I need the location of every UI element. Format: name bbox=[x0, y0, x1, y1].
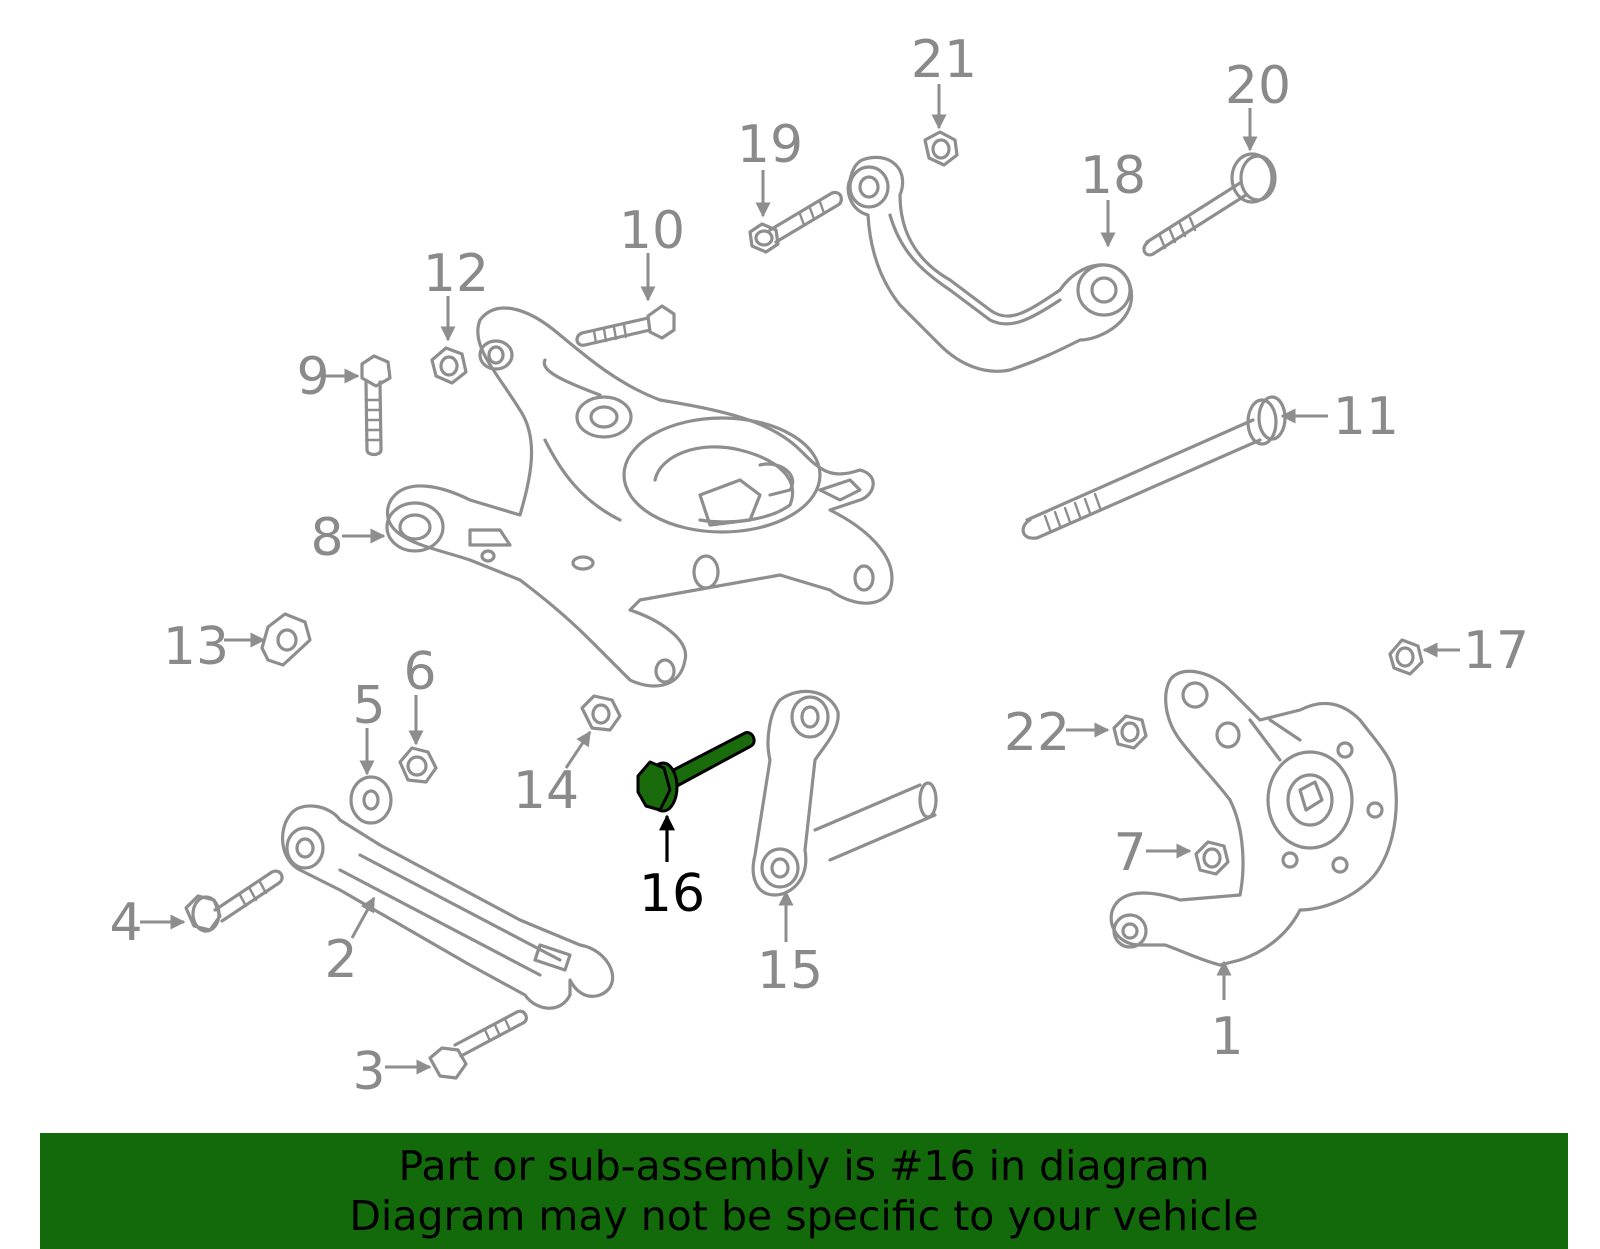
lower-link-part-2[interactable] bbox=[281, 804, 614, 1010]
nut-part-6[interactable] bbox=[398, 746, 438, 784]
nut-part-12[interactable] bbox=[430, 346, 468, 385]
bolt-part-19[interactable] bbox=[748, 190, 843, 254]
nut-part-7[interactable] bbox=[1194, 840, 1230, 876]
nut-part-14[interactable] bbox=[580, 694, 622, 732]
callout-3: 3 bbox=[352, 1042, 385, 1102]
callout-1: 1 bbox=[1210, 1007, 1243, 1067]
info-banner: Part or sub-assembly is #16 in diagram D… bbox=[40, 1133, 1568, 1249]
callout-9: 9 bbox=[296, 347, 329, 407]
bolt-part-3[interactable] bbox=[428, 1009, 528, 1080]
banner-line-1: Part or sub-assembly is #16 in diagram bbox=[398, 1142, 1210, 1190]
callout-21: 21 bbox=[911, 30, 977, 90]
long-bolt-part-11[interactable] bbox=[1021, 395, 1287, 540]
callout-19: 19 bbox=[737, 115, 803, 175]
callout-2: 2 bbox=[324, 930, 357, 990]
upper-arm-part-18[interactable] bbox=[846, 155, 1134, 373]
callout-16-highlighted: 16 bbox=[639, 864, 705, 924]
callout-7: 7 bbox=[1113, 823, 1146, 883]
callout-8: 8 bbox=[310, 508, 343, 568]
callout-22: 22 bbox=[1004, 703, 1070, 763]
callout-15: 15 bbox=[757, 941, 823, 1001]
nut-part-21[interactable] bbox=[923, 130, 959, 167]
nut-part-17[interactable] bbox=[1388, 638, 1424, 676]
callout-14: 14 bbox=[513, 761, 579, 821]
callout-17: 17 bbox=[1463, 621, 1529, 681]
leader-lines bbox=[140, 84, 1460, 1075]
callout-11: 11 bbox=[1333, 387, 1399, 447]
callout-12: 12 bbox=[423, 244, 489, 304]
bolt-part-16-highlighted[interactable] bbox=[636, 731, 756, 813]
washer-bolt-part-20[interactable] bbox=[1142, 152, 1277, 257]
callout-numbers: 9 12 10 19 21 20 18 11 8 13 17 6 5 22 14… bbox=[109, 30, 1529, 1102]
crossmember-part-8[interactable] bbox=[385, 306, 894, 688]
bolt-part-4[interactable] bbox=[184, 869, 284, 933]
washer-part-5[interactable] bbox=[349, 775, 393, 825]
callout-5: 5 bbox=[352, 676, 385, 736]
callout-20: 20 bbox=[1225, 56, 1291, 116]
bracket-nut-part-13[interactable] bbox=[260, 612, 312, 667]
callout-18: 18 bbox=[1080, 146, 1146, 206]
bolt-part-10[interactable] bbox=[575, 304, 676, 347]
nut-part-22[interactable] bbox=[1112, 714, 1148, 750]
bolt-part-9[interactable] bbox=[360, 354, 392, 457]
callout-4: 4 bbox=[109, 893, 142, 953]
knuckle-part-1[interactable] bbox=[1109, 669, 1398, 967]
callout-6: 6 bbox=[403, 642, 436, 702]
callout-10: 10 bbox=[619, 201, 685, 261]
callout-13: 13 bbox=[163, 617, 229, 677]
link-part-15[interactable] bbox=[751, 689, 938, 897]
banner-line-2: Diagram may not be specific to your vehi… bbox=[349, 1192, 1259, 1240]
